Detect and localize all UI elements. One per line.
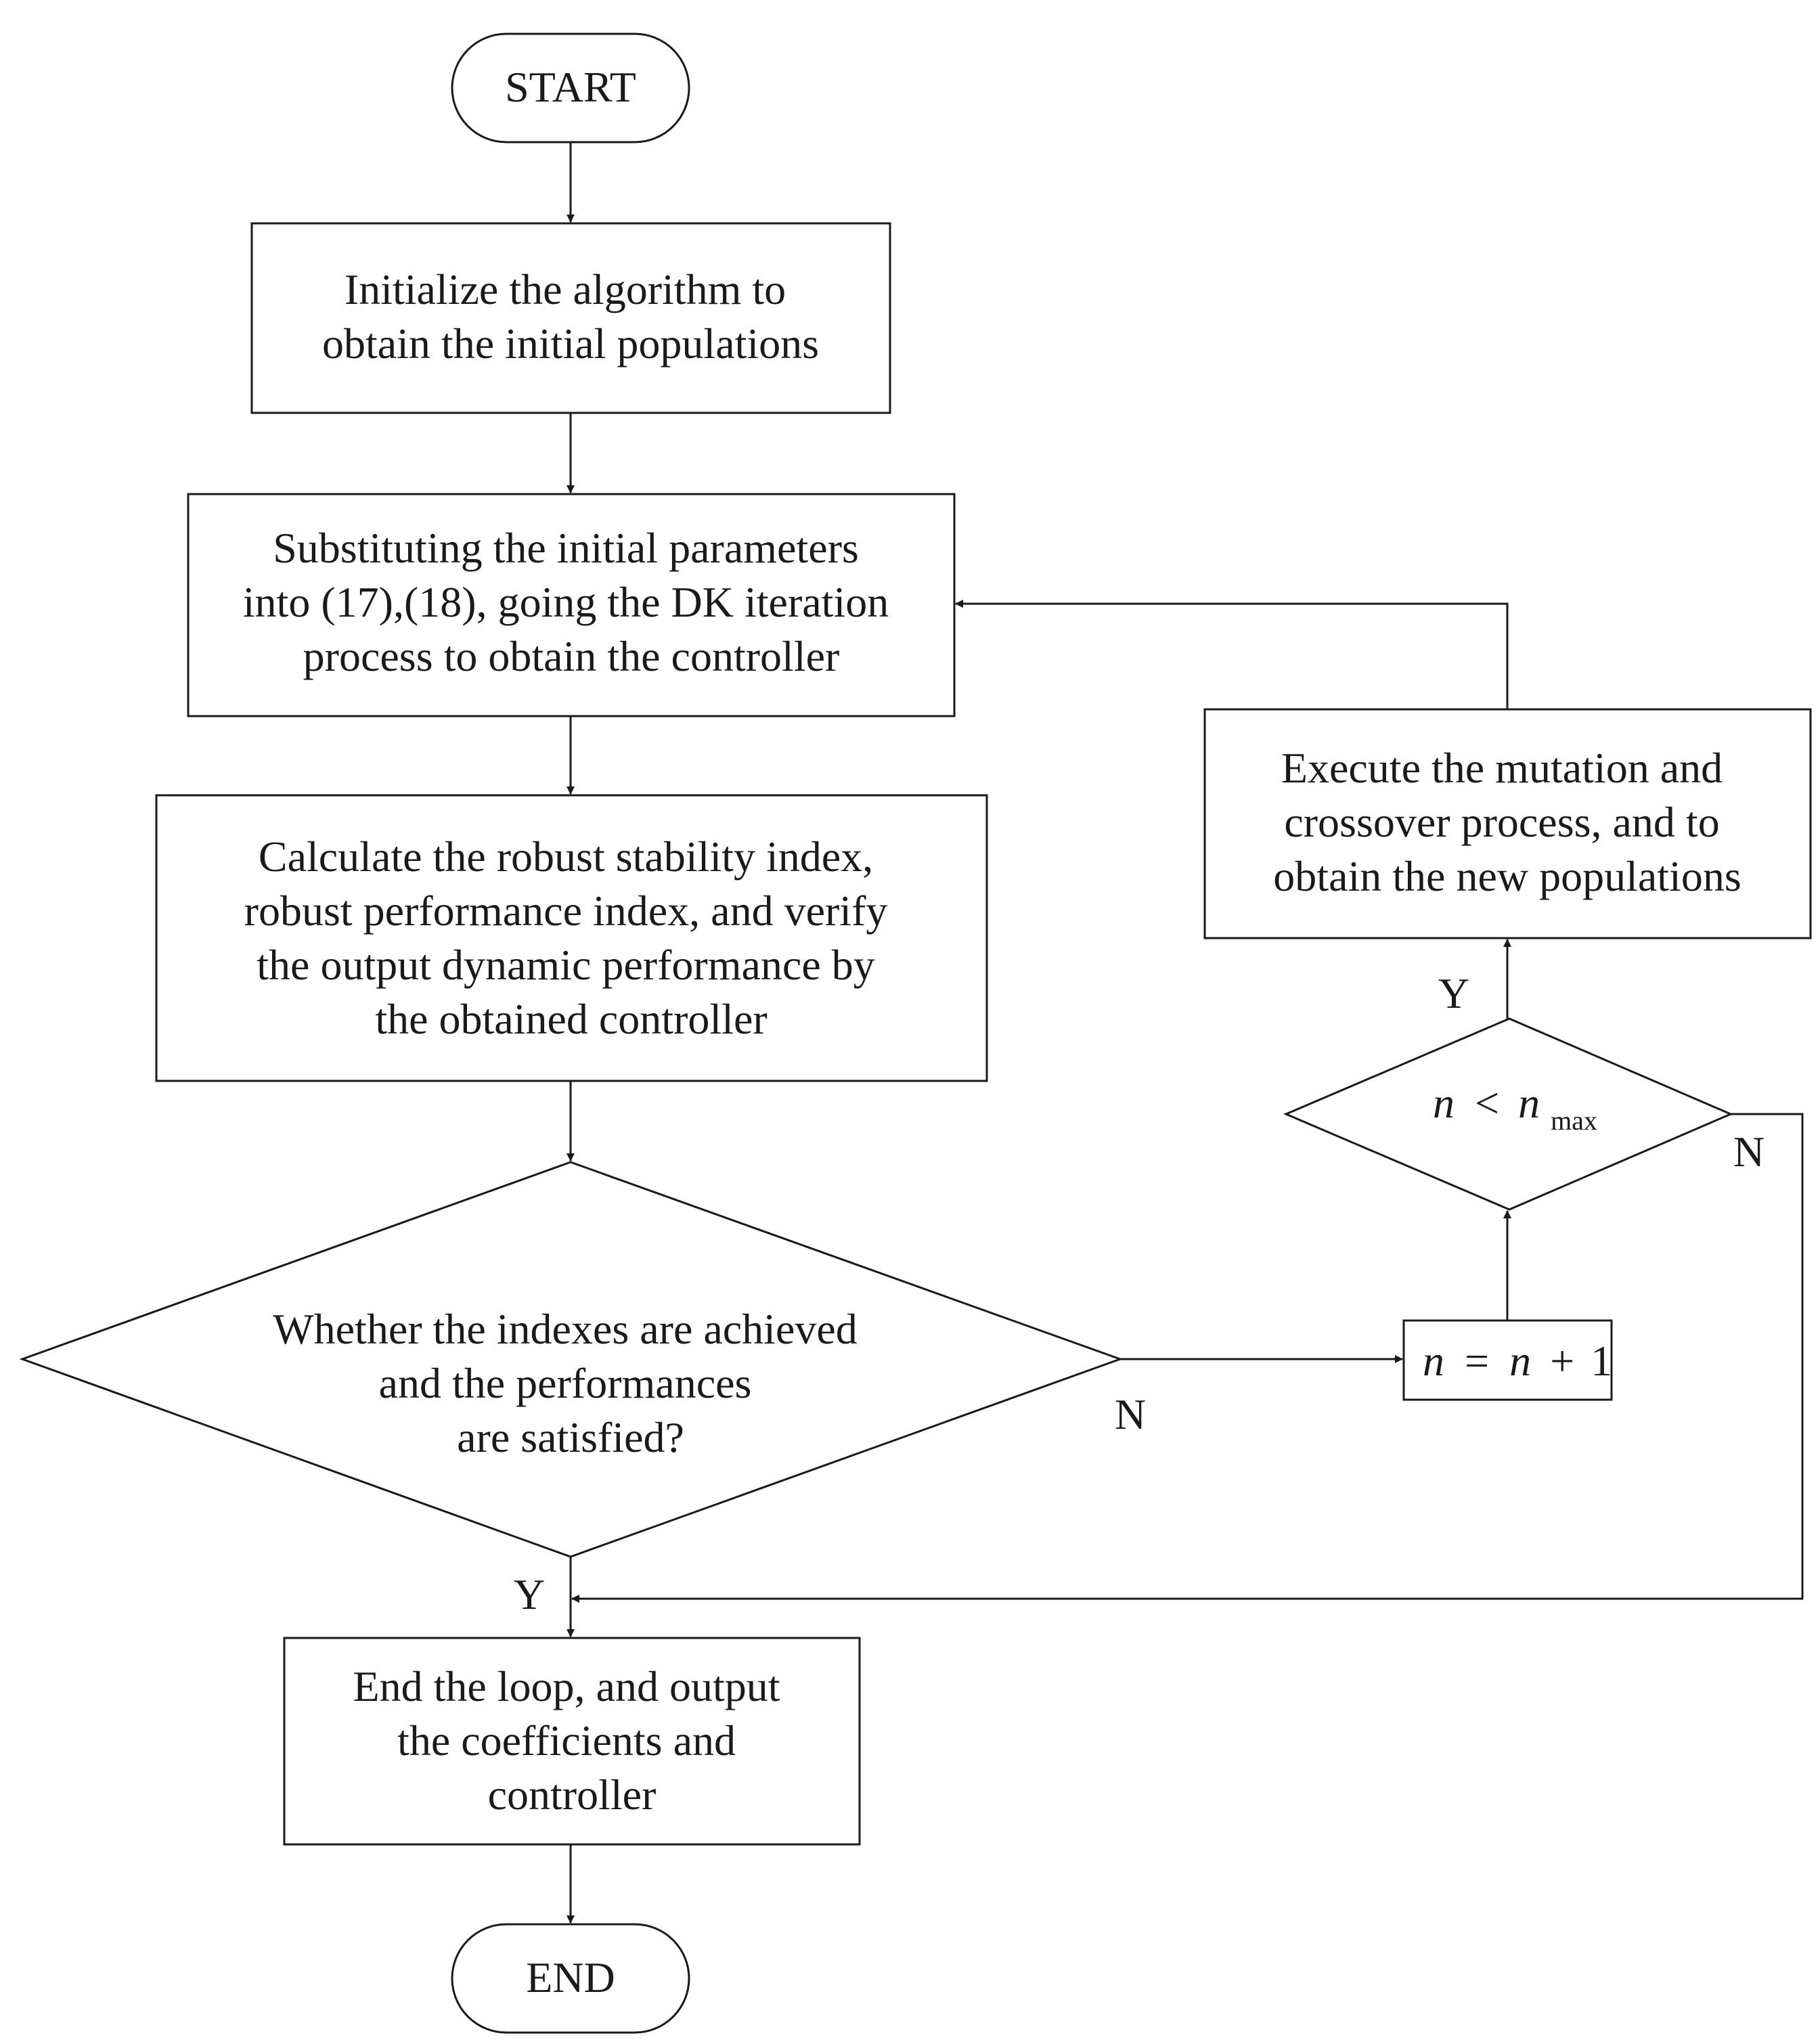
increment-n2: n	[1509, 1337, 1531, 1385]
limit-yes-label: Y	[1438, 969, 1469, 1017]
limit-sub: max	[1551, 1105, 1597, 1136]
substitute-step: Substituting the initial parameters into…	[187, 493, 956, 717]
start-label: START	[505, 63, 636, 111]
end-label: END	[526, 1953, 615, 2001]
substitute-line-1: Substituting the initial parameters	[273, 524, 859, 572]
increment-step: n = n + 1	[1402, 1319, 1613, 1401]
arrow-limit-no-to-end-loop	[571, 1113, 1804, 1603]
increment-plus: +	[1550, 1337, 1574, 1385]
increment-eq: =	[1465, 1337, 1489, 1385]
init-line-2: obtain the initial populations	[322, 319, 819, 368]
substitute-text: Substituting the initial parameters into…	[243, 524, 900, 680]
mutation-line-1: Execute the mutation and	[1281, 744, 1723, 792]
end-loop-step: End the loop, and output the coefficient…	[283, 1637, 861, 1846]
end-loop-text: End the loop, and output the coefficient…	[353, 1662, 791, 1819]
end-loop-line-3: controller	[488, 1771, 657, 1819]
mutation-line-2: crossover process, and to	[1284, 798, 1719, 846]
limit-n2: n	[1518, 1079, 1540, 1127]
mutation-text: Execute the mutation and crossover proce…	[1273, 744, 1741, 900]
decision-yes-label: Y	[514, 1570, 545, 1618]
init-line-1: Initialize the algorithm to	[345, 265, 786, 313]
decision-no-label: N	[1115, 1390, 1146, 1438]
limit-decision: n < n max	[1283, 1017, 1733, 1211]
limit-no-label: N	[1733, 1128, 1764, 1176]
connectors	[567, 142, 1804, 1924]
limit-expression-full: n < n max	[1433, 1079, 1597, 1136]
init-text: Initialize the algorithm to obtain the i…	[322, 265, 819, 368]
increment-one: 1	[1591, 1337, 1612, 1385]
end-loop-line-2: the coefficients and	[397, 1716, 736, 1765]
start-terminal: START	[451, 32, 690, 143]
decision-text: Whether the indexes are achieved and the…	[273, 1305, 868, 1461]
substitute-line-3: process to obtain the controller	[303, 632, 840, 680]
end-terminal: END	[451, 1923, 690, 2034]
calculate-line-1: Calculate the robust stability index,	[259, 833, 873, 881]
increment-n: n	[1423, 1337, 1444, 1385]
calculate-line-3: the output dynamic performance by	[257, 941, 874, 989]
limit-lt: <	[1475, 1079, 1499, 1127]
arrow-mutation-to-substitute	[955, 600, 1509, 709]
decision-line-3: are satisfied?	[457, 1413, 684, 1461]
limit-n: n	[1433, 1079, 1455, 1127]
increment-expression: n = n + 1	[1423, 1337, 1612, 1385]
calculate-line-4: the obtained controller	[375, 995, 767, 1043]
calculate-step: Calculate the robust stability index, ro…	[155, 794, 988, 1082]
decision-line-2: and the performances	[379, 1359, 752, 1407]
mutation-line-3: obtain the new populations	[1273, 852, 1741, 900]
indexes-decision: Whether the indexes are achieved and the…	[19, 1161, 1124, 1558]
decision-line-1: Whether the indexes are achieved	[273, 1305, 858, 1353]
calculate-text: Calculate the robust stability index, ro…	[244, 833, 899, 1043]
mutation-step: Execute the mutation and crossover proce…	[1203, 708, 1812, 939]
calculate-line-2: robust performance index, and verify	[244, 887, 888, 935]
substitute-line-2: into (17),(18), going the DK iteration	[243, 578, 889, 626]
init-step: Initialize the algorithm to obtain the i…	[250, 222, 891, 414]
end-loop-line-1: End the loop, and output	[353, 1662, 780, 1710]
